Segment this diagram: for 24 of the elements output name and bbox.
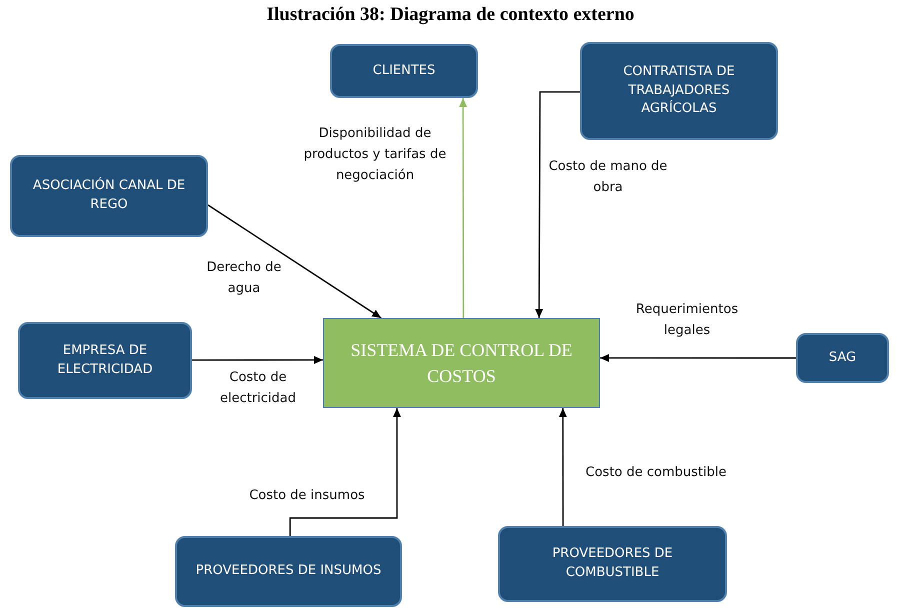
node-label: PROVEEDORES DE COMBUSTIBLE — [551, 545, 674, 582]
node-label: SAG — [828, 348, 856, 367]
arrow — [558, 408, 567, 526]
entity-box — [175, 536, 402, 607]
entity-box — [18, 322, 192, 399]
node-label: CONTRATISTA DE TRABAJADORES AGRÍCOLAS — [622, 62, 736, 118]
node-label: ASOCIACIÓN CANAL DE REGO — [32, 177, 186, 214]
entity-box — [796, 333, 889, 383]
system-box — [323, 318, 600, 408]
arrow — [289, 408, 401, 536]
entity-box — [330, 44, 478, 98]
node-label: EMPRESA DE ELECTRICIDAD — [56, 342, 154, 378]
entity-box — [580, 42, 778, 140]
node-label: PROVEEDORES DE INSUMOS — [196, 562, 382, 580]
arrow — [208, 204, 382, 319]
entity-box — [498, 526, 727, 602]
arrow — [459, 98, 468, 318]
arrow — [535, 91, 580, 318]
arrow — [600, 354, 796, 362]
node-label: SISTEMA DE CONTROL DE COSTOS — [350, 338, 574, 388]
arrow — [192, 356, 323, 364]
entity-box — [10, 155, 208, 237]
node-label: CLIENTES — [372, 62, 436, 80]
diagram-title: Ilustración 38: Diagrama de contexto externo — [266, 4, 636, 26]
